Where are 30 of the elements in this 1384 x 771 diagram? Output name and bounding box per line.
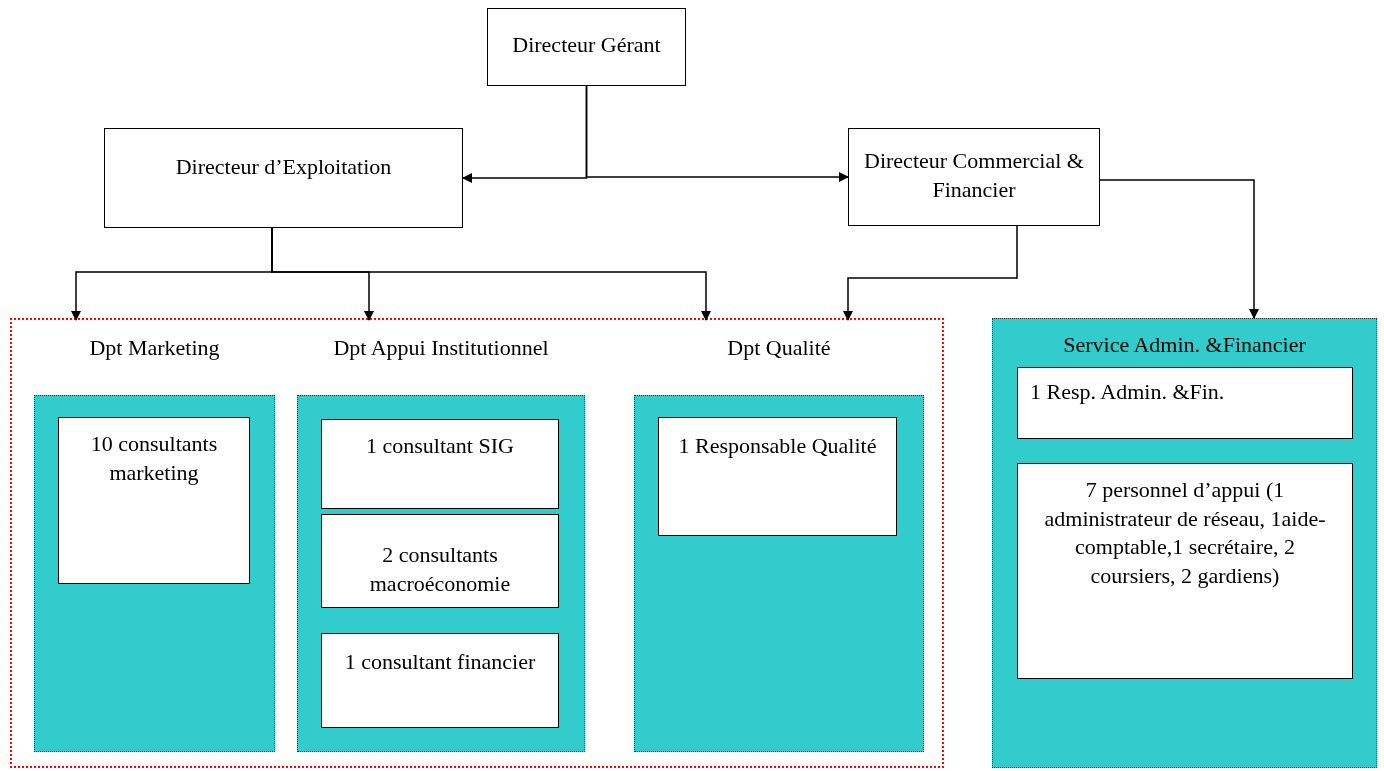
node-label: 10 consultants marketing — [89, 430, 219, 487]
node-label: Directeur Gérant — [512, 31, 661, 59]
role-box — [58, 417, 250, 584]
role-box — [487, 8, 686, 86]
role-box — [321, 633, 559, 728]
node-label: 1 consultant financier — [344, 648, 536, 676]
connector-arrow — [271, 227, 711, 321]
node-label: Dpt Appui Institutionnel — [333, 334, 549, 362]
node-label: Directeur d’Exploitation — [175, 153, 392, 181]
node-label: 1 Resp. Admin. &Fin. — [1030, 378, 1225, 406]
role-box — [1017, 367, 1353, 439]
connector-arrow — [1099, 179, 1259, 319]
role-box — [848, 128, 1100, 226]
role-box — [321, 514, 559, 608]
node-label: 2 consultants macroéconomie — [368, 541, 512, 598]
node-label: Directeur Commercial & Financier — [863, 147, 1085, 204]
connector-arrow — [843, 225, 1018, 321]
group-frame — [10, 318, 944, 768]
connector-arrow — [585, 85, 849, 182]
node-label: 1 Responsable Qualité — [678, 432, 877, 460]
node-label: Dpt Marketing — [89, 334, 220, 362]
service-panel — [992, 318, 1377, 768]
node-label: Service Admin. &Financier — [1063, 331, 1306, 359]
role-box — [321, 419, 559, 509]
node-label: 7 personnel d’appui (1 administrateur de réseau, 1aide-comptable,1 secrétaire, 2 coursiers, 2 gardiens) — [1043, 476, 1327, 590]
node-label: Dpt Qualité — [727, 334, 831, 362]
role-box — [1017, 463, 1353, 679]
node-label: 1 consultant SIG — [366, 432, 514, 460]
role-box — [104, 128, 463, 228]
role-box — [658, 417, 897, 536]
